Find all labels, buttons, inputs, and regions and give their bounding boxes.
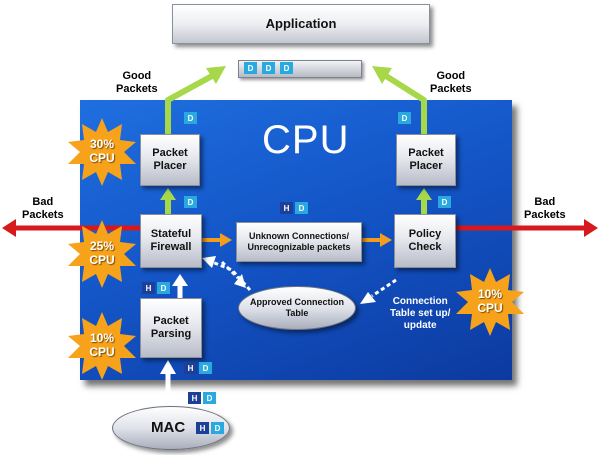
parsing-below-h-tag: H	[184, 362, 197, 374]
policy-to-table-dotted-arrow	[360, 278, 397, 304]
cpu-10-left-star-icon	[68, 312, 136, 380]
cpu-30-star-icon	[68, 118, 136, 186]
cpu-10-left-label: 10% CPU	[89, 331, 115, 359]
packet-queue-d3: D	[280, 62, 293, 74]
good-packets-label-right: Good Packets	[430, 70, 472, 96]
cpu-25-label: 25% CPU	[89, 239, 115, 267]
firewall-d-tag: D	[184, 196, 197, 208]
good-packets-arrow-left	[165, 66, 226, 134]
stateful-firewall-box: Stateful Firewall	[140, 214, 202, 268]
unknown-d-tag: D	[295, 202, 308, 214]
mac-above-d-tag: D	[203, 392, 216, 404]
application-box: Application	[172, 4, 430, 44]
cpu-25-star-icon	[68, 220, 136, 288]
mac-h-tag: H	[196, 422, 209, 434]
connection-table-note: Connection Table set up/ update	[390, 296, 451, 331]
packet-parsing-box: Packet Parsing	[140, 298, 202, 358]
approved-connection-table: Approved Connection Table	[238, 286, 356, 330]
unknown-connections-box: Unknown Connections/ Unrecognizable pack…	[236, 222, 362, 262]
parsing-to-firewall-arrow	[172, 274, 188, 298]
mac-d-tag: D	[211, 422, 224, 434]
bad-packets-label-right: Bad Packets	[524, 196, 566, 222]
policy-d-tag: D	[438, 196, 451, 208]
packet-queue-d1: D	[244, 62, 257, 74]
unknown-to-policy-arrow	[360, 233, 392, 247]
cpu-30-label: 30% CPU	[89, 137, 115, 165]
packet-placer-left-d-tag: D	[184, 112, 197, 124]
firewall-to-unknown-arrow	[200, 233, 232, 247]
mac-above-h-tag: H	[188, 392, 201, 404]
mac-ellipse: MAC	[112, 406, 230, 450]
packet-placer-right: Packet Placer	[396, 134, 456, 186]
good-packets-label-left: Good Packets	[116, 70, 158, 96]
firewall-to-placer-arrow	[160, 188, 176, 214]
mac-label: MAC	[151, 419, 186, 436]
bad-packets-arrow-right	[448, 219, 598, 237]
packet-placer-right-d-tag: D	[398, 112, 411, 124]
unknown-h-tag: H	[280, 202, 293, 214]
policy-to-placer-arrow	[416, 188, 432, 214]
parsing-below-d-tag: D	[199, 362, 212, 374]
mac-to-parsing-arrow	[160, 360, 176, 410]
cpu-10-right-label: 10% CPU	[477, 287, 503, 315]
parsing-h-tag: H	[142, 282, 155, 294]
parsing-d-tag: D	[157, 282, 170, 294]
good-packets-arrow-right	[372, 66, 427, 134]
packet-queue-d2: D	[262, 62, 275, 74]
table-to-firewall-dotted-arrow-2	[220, 260, 246, 288]
policy-check-box: Policy Check	[394, 214, 456, 268]
cpu-title: CPU	[262, 118, 350, 162]
cpu-10-right-star-icon	[456, 268, 524, 336]
packet-placer-left: Packet Placer	[140, 134, 200, 186]
bad-packets-label-left: Bad Packets	[22, 196, 64, 222]
